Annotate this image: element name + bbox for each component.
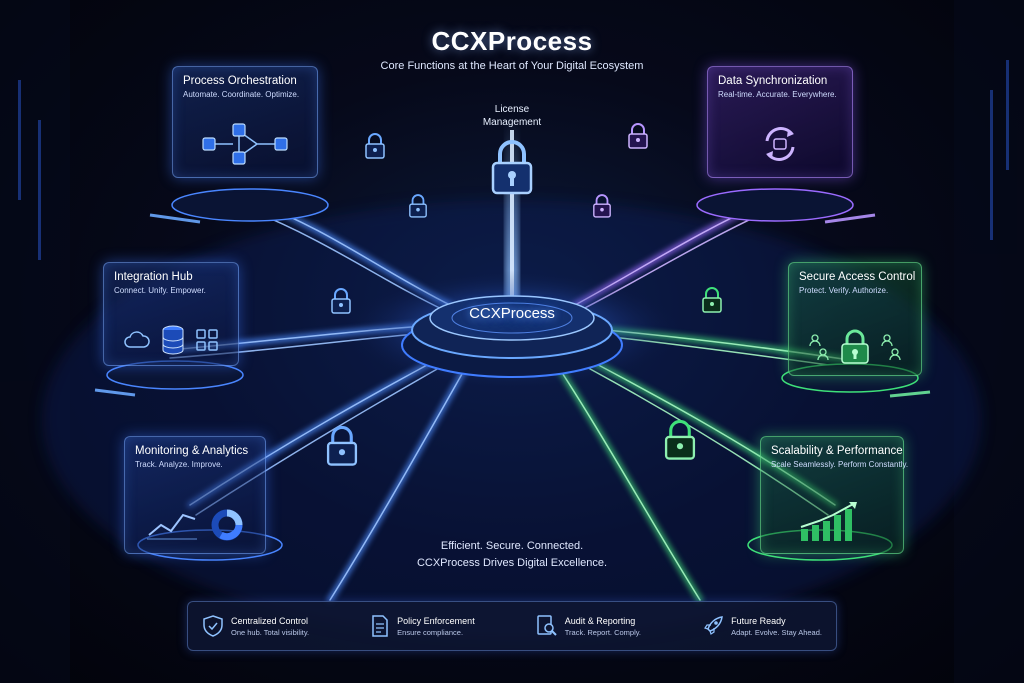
padlock-icon [841,329,869,364]
panel-subtitle: Automate. Coordinate. Optimize. [183,90,300,99]
panel-subtitle: Real-time. Accurate. Everywhere. [718,90,837,99]
shield-check-icon [203,615,223,637]
lock-icon [409,194,427,218]
rocket-icon [704,616,723,635]
document-icon [372,615,388,637]
line-chart-icon [147,513,197,540]
sync-icon [765,127,795,161]
panel-title: Monitoring & Analytics [135,445,249,457]
feature-subtitle: Ensure compliance. [397,627,464,637]
feature-subtitle: One hub. Total visibility. [231,627,310,637]
panel-title: Integration Hub [114,271,193,283]
lock-icon [326,425,358,466]
lock-icon [365,133,385,159]
page-subtitle: Core Functions at the Heart of Your Digi… [380,60,644,72]
lock-icon [331,288,351,314]
users-icon [881,334,901,361]
panel-title: Scalability & Performance [771,445,903,457]
panel-title: Secure Access Control [799,271,916,283]
lock-icon [702,287,722,313]
panel-secure-access-control: Secure Access Control Protect. Verify. A… [788,262,922,376]
panel-integration-hub: Integration Hub Connect. Unify. Empower. [103,262,239,366]
feature-subtitle: Adapt. Evolve. Stay Ahead. [731,627,822,637]
panel-subtitle: Protect. Verify. Authorize. [799,286,889,295]
panel-title: Process Orchestration [183,75,297,87]
lock-icon [593,194,611,218]
license-management-label: License Management [482,104,542,128]
hub-label: CCXProcess [469,305,555,322]
panel-subtitle: Connect. Unify. Empower. [114,286,206,295]
donut-chart-icon [211,509,243,541]
lock-icon [664,419,696,460]
feature-subtitle: Track. Report. Comply. [564,627,642,637]
panel-subtitle: Scale Seamlessly. Perform Constantly. [771,460,909,469]
magnifier-report-icon [537,615,557,636]
panel-scalability-performance: Scalability & Performance Scale Seamless… [760,436,909,554]
page-title: CCXProcess [431,26,593,56]
tagline: Efficient. Secure. Connected. CCXProcess… [0,538,1024,572]
feature-title: Centralized Control [231,615,309,626]
workflow-icon [202,123,288,165]
feature-title: Policy Enforcement [397,615,475,626]
grid-icon [196,329,218,351]
users-icon [809,334,829,361]
growth-chart-icon [800,502,857,541]
database-icon [162,325,184,355]
panel-process-orchestration: Process Orchestration Automate. Coordina… [172,66,318,178]
lock-icon [628,123,648,149]
tagline-line1: Efficient. Secure. Connected. [440,540,584,552]
license-lock-icon [491,140,533,195]
cloud-icon [124,331,150,348]
panel-data-synchronization: Data Synchronization Real-time. Accurate… [707,66,853,178]
feature-title: Future Ready [731,615,786,626]
feature-title: Audit & Reporting [564,615,636,626]
panel-title: Data Synchronization [718,75,828,87]
panel-monitoring-analytics: Monitoring & Analytics Track. Analyze. I… [124,436,266,554]
panel-subtitle: Track. Analyze. Improve. [135,460,223,469]
tagline-line2: CCXProcess Drives Digital Excellence. [416,557,608,569]
